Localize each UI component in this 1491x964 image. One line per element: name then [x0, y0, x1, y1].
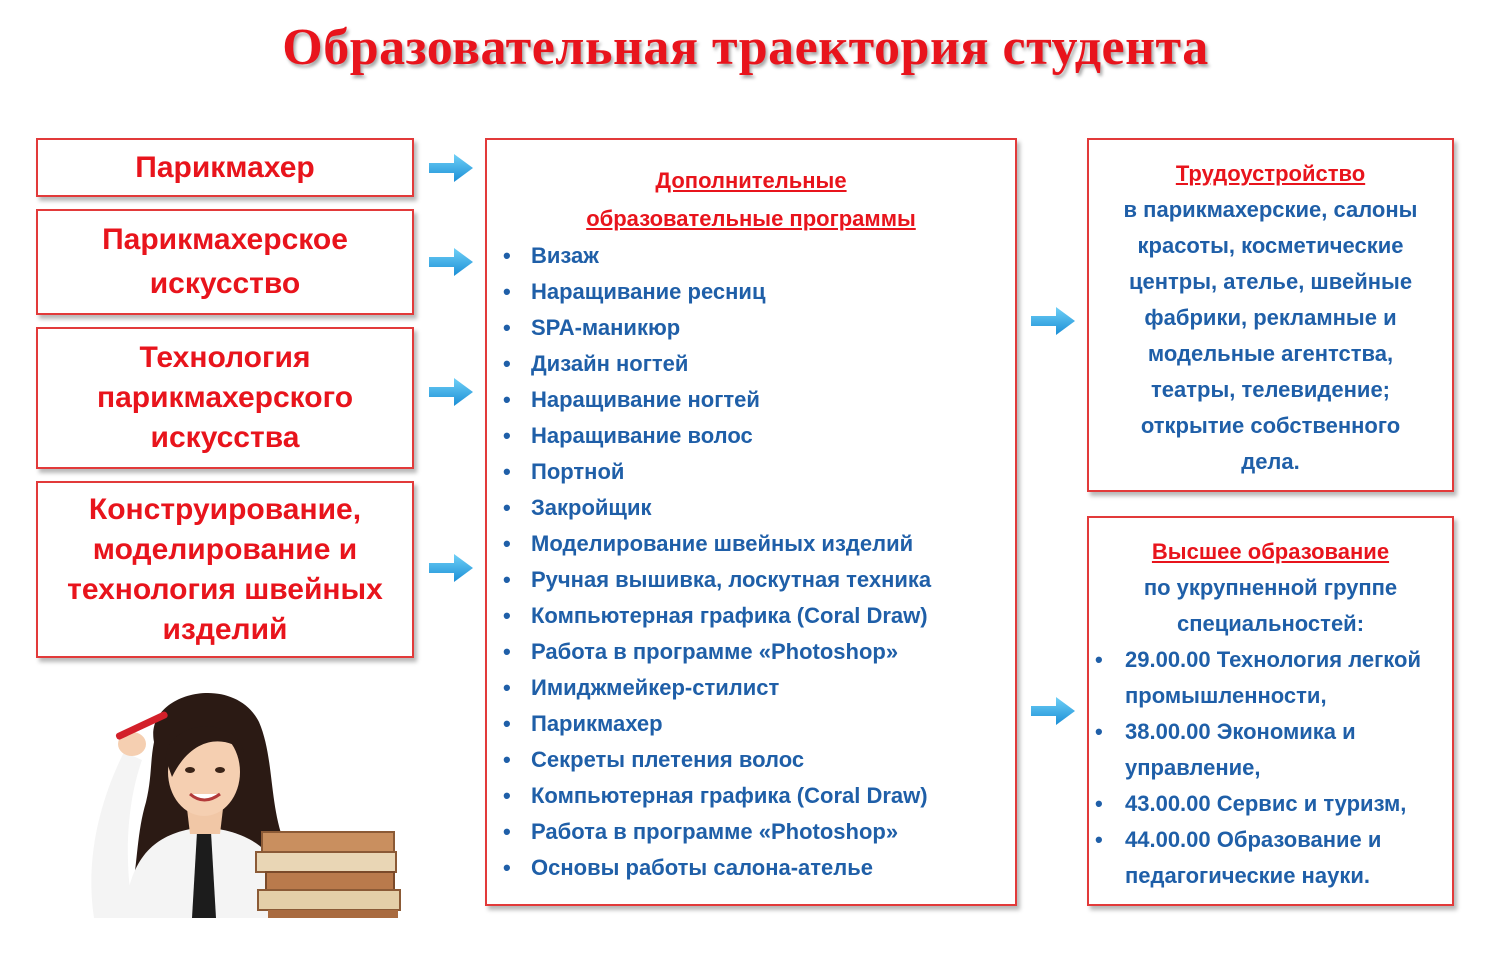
programs-heading: Дополнительные образовательные программы — [586, 168, 916, 231]
list-item: •Имиджмейкер-стилист — [503, 675, 780, 700]
list-item: •Визаж — [503, 243, 599, 268]
programs-list: •Визаж •Наращивание ресниц •SPA-маникюр … — [487, 238, 1015, 886]
list-item: •44.00.00 Образование и педагогические н… — [1095, 827, 1382, 888]
specialty-label: Технология парикмахерского искусства — [96, 341, 354, 454]
specialty-label: Парикмахер — [135, 150, 315, 184]
list-item: •Работа в программе «Photoshop» — [503, 819, 899, 844]
specialty-box-hairdresser: Парикмахер — [36, 138, 414, 197]
specialty-box-sewing-design: Конструирование, моделирование и техноло… — [36, 481, 414, 658]
higher-education-box: Высшее образование по укрупненной группе… — [1087, 516, 1454, 906]
arrow-right-icon — [428, 151, 474, 185]
list-item: •Наращивание ресниц — [503, 279, 766, 304]
list-item: •Моделирование швейных изделий — [503, 531, 914, 556]
arrow-right-icon — [1030, 304, 1076, 338]
higher-education-intro: по укрупненной группе специальностей: — [1143, 575, 1398, 636]
list-item: •Компьютерная графика (Coral Draw) — [503, 783, 928, 808]
list-item: •38.00.00 Экономика и управление, — [1095, 719, 1356, 780]
list-item: •Компьютерная графика (Coral Draw) — [503, 603, 928, 628]
additional-programs-box: Дополнительные образовательные программы… — [485, 138, 1017, 906]
specialty-label: Конструирование, моделирование и техноло… — [67, 492, 383, 646]
higher-education-list: •29.00.00 Технология легкой промышленнос… — [1089, 642, 1452, 894]
list-item: •Дизайн ногтей — [503, 351, 689, 376]
list-item: •Основы работы салона-ателье — [503, 855, 874, 880]
list-item: •Наращивание волос — [503, 423, 753, 448]
employment-box: Трудоустройство в парикмахерские, салоны… — [1087, 138, 1454, 492]
specialty-box-hairdressing-art: Парикмахерское искусство — [36, 209, 414, 315]
list-item: •Парикмахер — [503, 711, 663, 736]
list-item: •Закройщик — [503, 495, 652, 520]
list-item: •29.00.00 Технология легкой промышленнос… — [1095, 647, 1421, 708]
employment-heading: Трудоустройство — [1175, 161, 1366, 186]
specialty-label: Парикмахерское искусство — [102, 223, 348, 300]
list-item: •Портной — [503, 459, 625, 484]
arrow-right-icon — [428, 375, 474, 409]
list-item: •SPA-маникюр — [503, 315, 681, 340]
arrow-right-icon — [1030, 694, 1076, 728]
list-item: •Работа в программе «Photoshop» — [503, 639, 899, 664]
student-with-books-illustration — [91, 693, 401, 918]
list-item: •43.00.00 Сервис и туризм, — [1095, 791, 1407, 816]
arrow-right-icon — [428, 551, 474, 585]
page-title: Образовательная траектория студента — [282, 19, 1209, 76]
employment-text: в парикмахерские, салоны красоты, космет… — [1123, 197, 1418, 474]
higher-education-heading: Высшее образование — [1151, 539, 1390, 564]
arrow-right-icon — [428, 245, 474, 279]
specialty-box-hairdressing-technology: Технология парикмахерского искусства — [36, 327, 414, 469]
list-item: •Секреты плетения волос — [503, 747, 805, 772]
list-item: •Наращивание ногтей — [503, 387, 760, 412]
list-item: •Ручная вышивка, лоскутная техника — [503, 567, 932, 592]
